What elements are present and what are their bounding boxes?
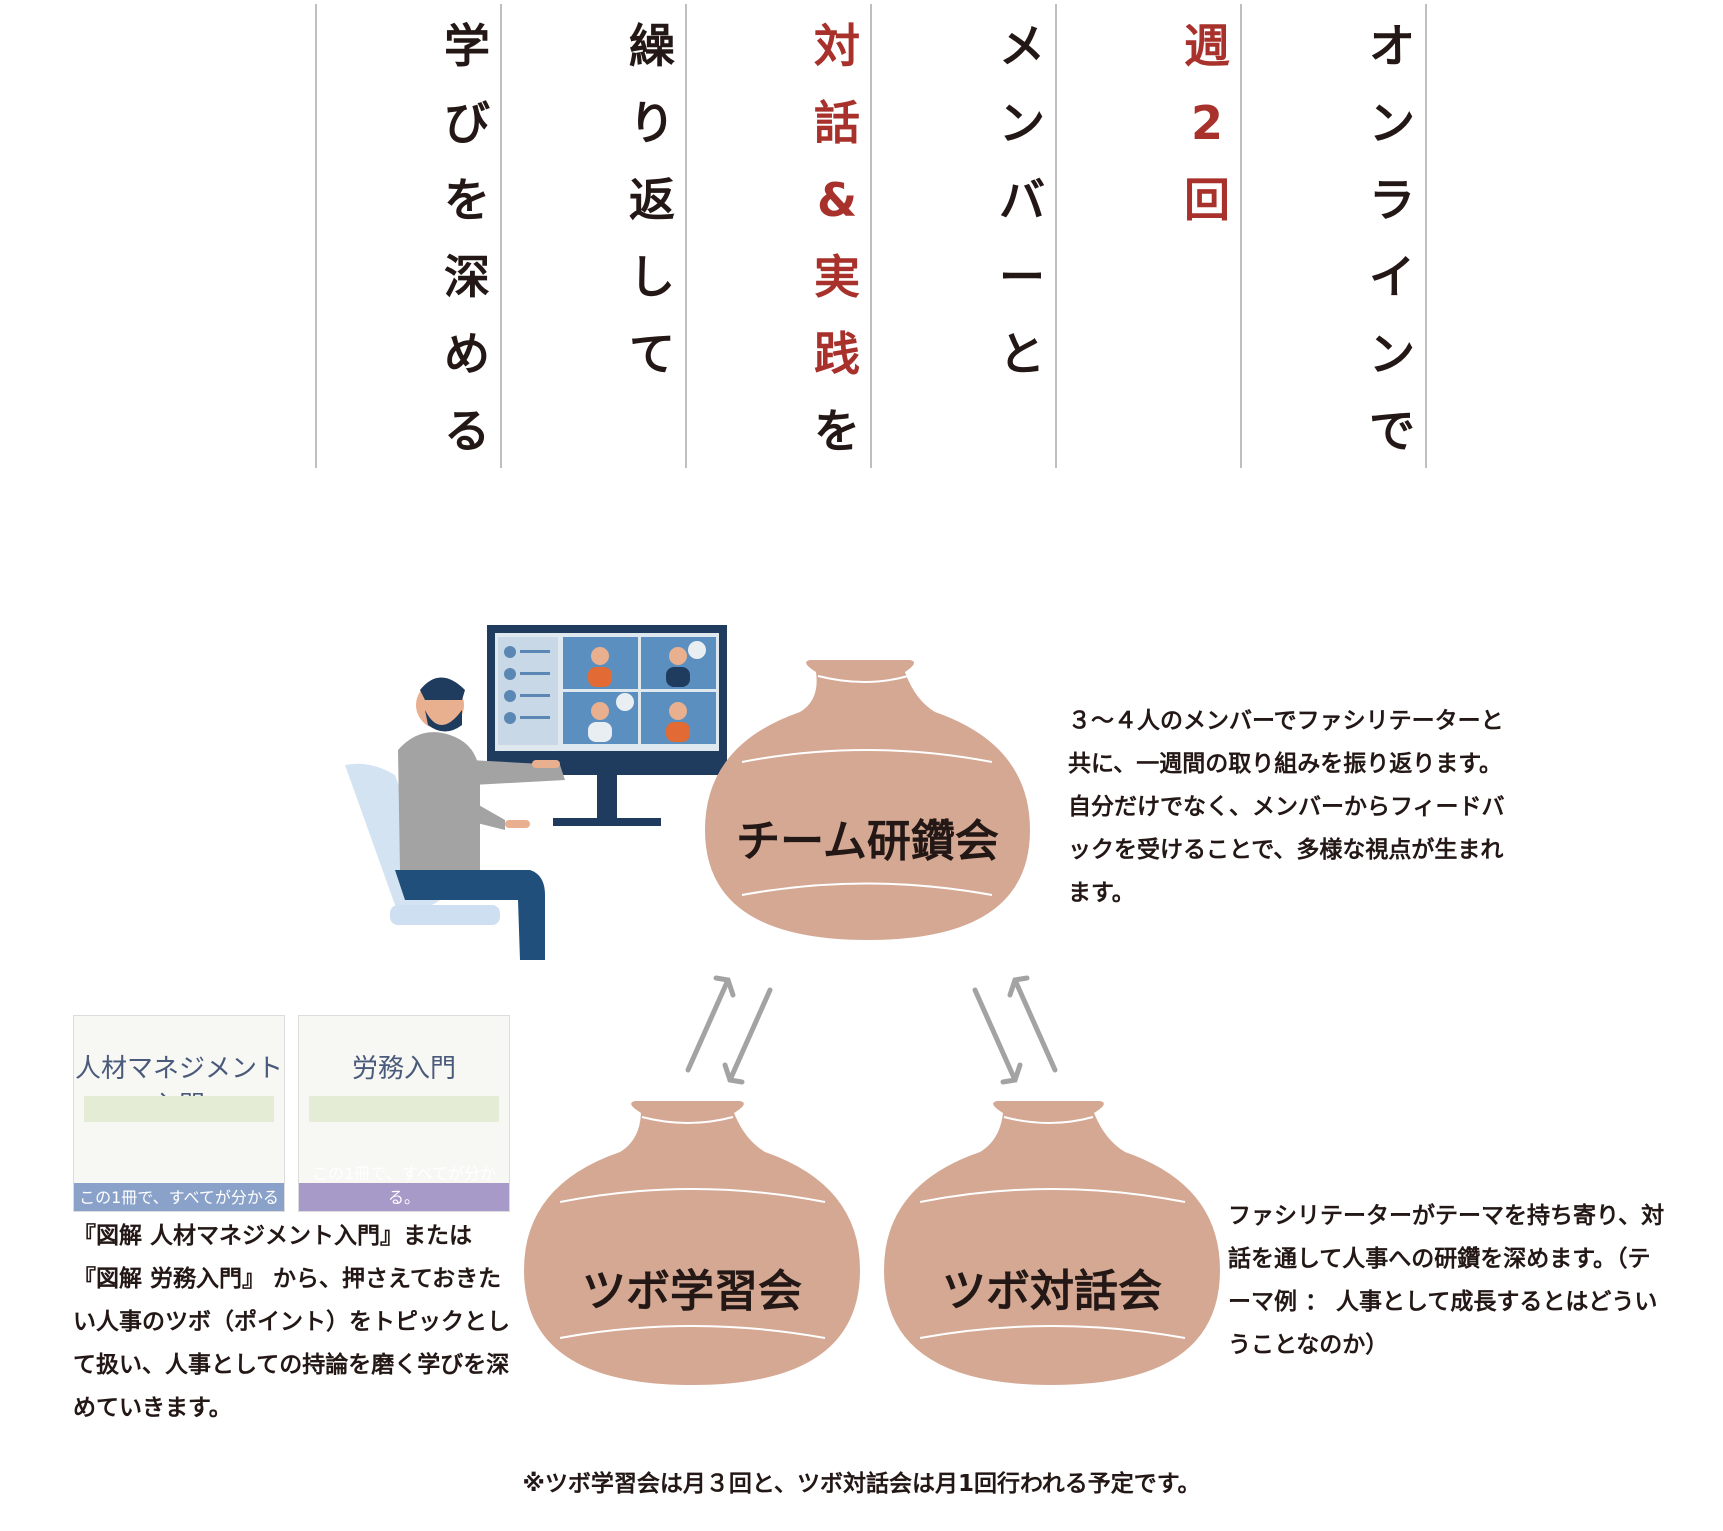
pot-study-icon (524, 1101, 860, 1385)
team-description: ３〜４人のメンバーでファシリテーターと共に、一週間の取り組みを振り返ります。自分… (1068, 708, 1505, 906)
heading-char: で (1369, 404, 1415, 458)
heading-column-1: オンラインで (1332, 8, 1452, 470)
pot-team-label: チーム研鑽会 (736, 816, 999, 867)
heading-char: し (629, 250, 675, 304)
book-tagline: この1冊で、すべてが分かる。 (312, 1164, 496, 1207)
column-divider (500, 4, 502, 468)
book-roumu: 労務入門 この1冊で、すべてが分かる。 (298, 1015, 510, 1212)
schedule-footnote: ※ツボ学習会は月３回と、ツボ対話会は月1回行われる予定です。 (522, 1471, 1201, 1497)
dialogue-description: ファシリテーターがテーマを持ち寄り、対話を通して人事への研鑽を深めます。（テーマ… (1228, 1203, 1665, 1358)
column-divider (870, 4, 872, 468)
book-band (309, 1096, 499, 1122)
heading-char: を (814, 404, 860, 458)
heading-char: バ (999, 173, 1045, 227)
heading-char: 践 (814, 327, 860, 381)
heading-char: て (629, 327, 675, 381)
column-divider (1425, 4, 1427, 468)
pot-dialogue-icon (884, 1101, 1220, 1385)
book-tagline: この1冊で、すべてが分かる (79, 1188, 279, 1207)
book-band (84, 1096, 274, 1122)
heading-char: 実 (814, 250, 860, 304)
heading-char: 深 (444, 250, 490, 304)
heading-char: と (999, 327, 1045, 381)
book-jinzai-management: 人材マネジメント入門 この1冊で、すべてが分かる (73, 1015, 285, 1212)
heading-char: メ (999, 19, 1045, 73)
pot-dialogue-label: ツボ対話会 (942, 1266, 1162, 1317)
heading-char: 週 (1184, 19, 1230, 73)
monitor-icon (487, 625, 727, 826)
heading-char: イ (1369, 250, 1415, 304)
column-divider (685, 4, 687, 468)
column-divider (1055, 4, 1057, 468)
heading-char: 話 (814, 96, 860, 150)
heading-char: り (629, 96, 675, 150)
heading-column-4: 対話 & 実践を (777, 8, 897, 470)
heading-char: ン (1369, 96, 1415, 150)
heading-column-3: メンバーと (962, 8, 1082, 393)
exchange-arrows-left-icon (685, 975, 773, 1085)
heading-char: る (444, 404, 490, 458)
heading-char: ラ (1369, 173, 1415, 227)
heading-column-6: 学びを深める (407, 8, 527, 470)
heading-char: め (444, 327, 490, 381)
pot-team-icon (705, 660, 1030, 940)
heading-char: を (444, 173, 490, 227)
heading-char: オ (1369, 19, 1415, 73)
heading-char: 返 (629, 173, 675, 227)
exchange-arrows-right-icon (972, 975, 1058, 1085)
heading-column-5: 繰り返して (592, 8, 712, 393)
book-footer-bar (299, 1183, 509, 1211)
heading-char: & (816, 173, 858, 227)
heading-char: 回 (1184, 173, 1230, 227)
book-title: 労務入門 (351, 1054, 456, 1084)
book-footer-bar (74, 1183, 284, 1211)
heading-char: ン (1369, 327, 1415, 381)
heading-char: 対 (814, 19, 860, 73)
heading-char: 2 (1190, 96, 1223, 150)
column-divider (1240, 4, 1242, 468)
heading-column-2: 週 2 回 (1147, 8, 1267, 239)
study-description: 『図解 人材マネジメント入門』または『図解 労務入門』 から、押さえておきたい人… (73, 1223, 510, 1421)
person-at-desk-icon (345, 677, 565, 960)
heading-char: ー (999, 250, 1045, 304)
heading-char: び (444, 96, 490, 150)
heading-char: 学 (444, 19, 490, 73)
heading-char: 繰 (629, 19, 675, 73)
pot-study-label: ツボ学習会 (582, 1266, 802, 1317)
heading-char: ン (999, 96, 1045, 150)
column-divider (315, 4, 317, 468)
